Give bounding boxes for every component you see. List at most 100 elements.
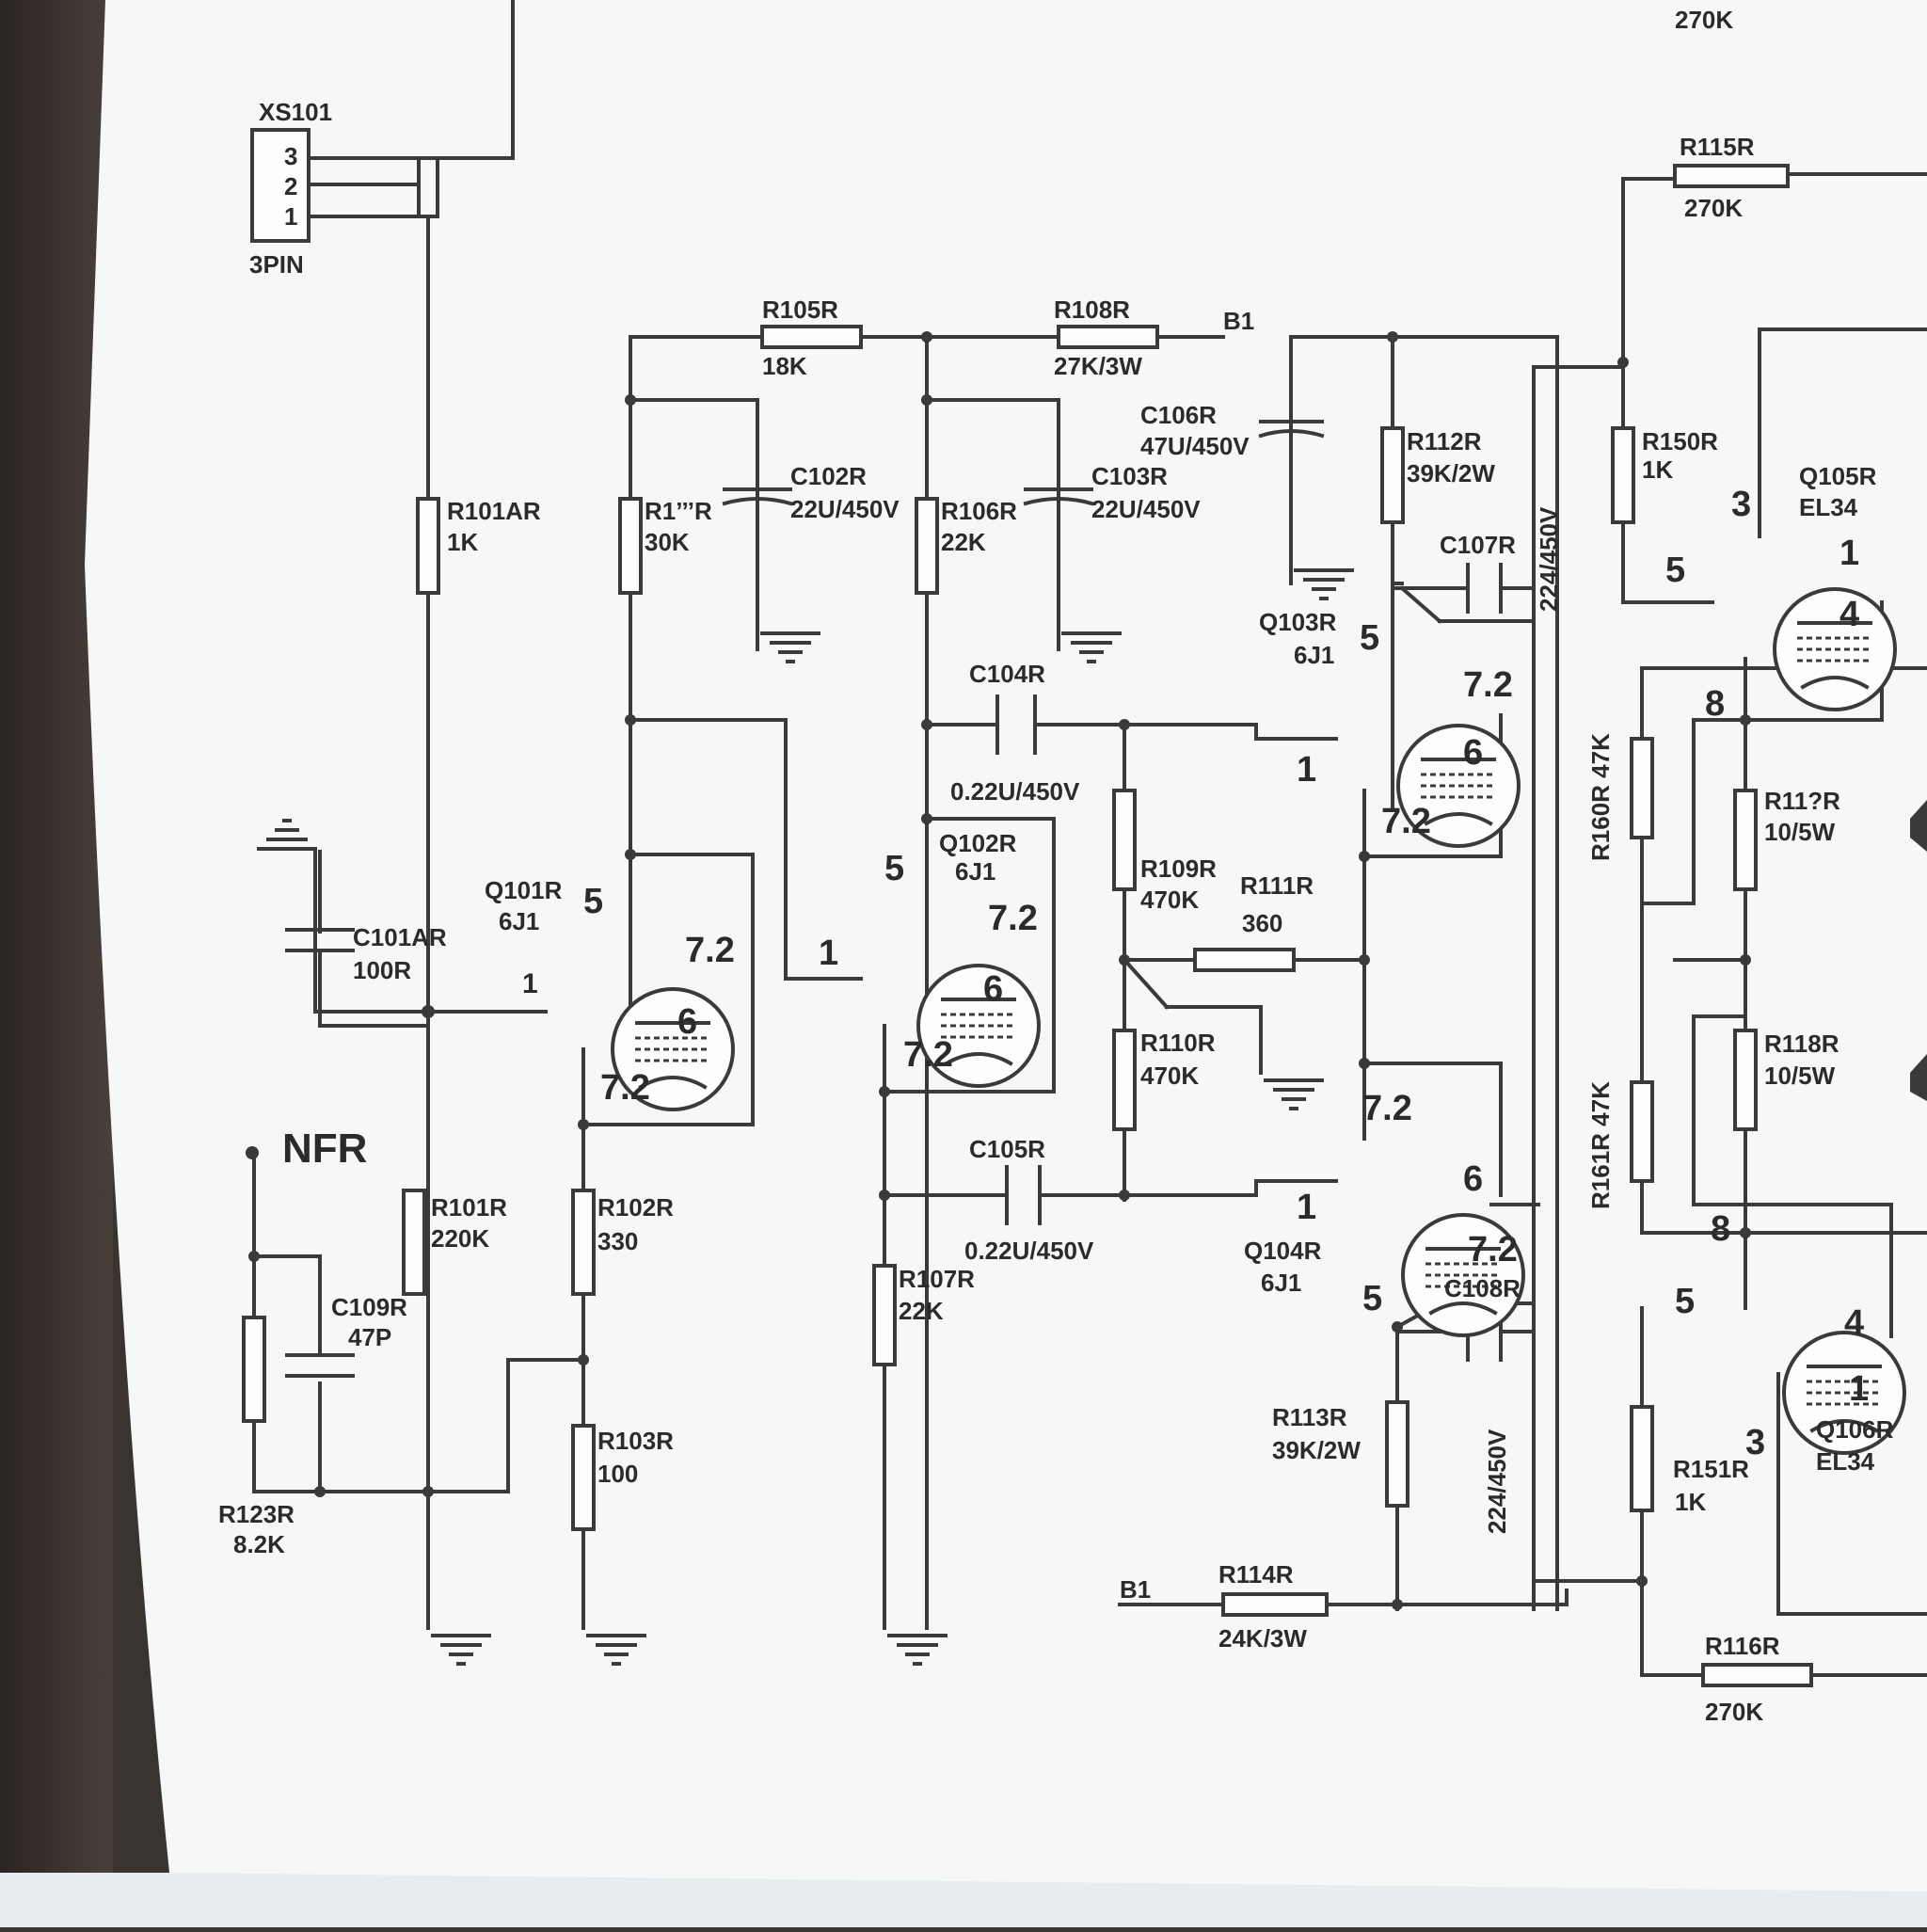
label-r151r: R151R xyxy=(1673,1455,1749,1483)
pin-q103-72a: 7.2 xyxy=(1463,665,1513,705)
value-r107r: 22K xyxy=(899,1297,944,1325)
label-r111r: R111R xyxy=(1240,871,1314,900)
pin-q101-5: 5 xyxy=(583,882,603,921)
pin-q105-5: 5 xyxy=(1665,551,1685,590)
resistor-r114r xyxy=(1221,1592,1329,1617)
pin-q105-8: 8 xyxy=(1705,684,1725,724)
value-r151r: 1K xyxy=(1675,1488,1706,1516)
value-r116r: 270K xyxy=(1705,1698,1763,1726)
pin-q106-8: 8 xyxy=(1711,1209,1730,1249)
label-c104r: C104R xyxy=(969,660,1045,688)
resistor-r118r xyxy=(1733,1029,1758,1131)
label-r102r: R102R xyxy=(597,1193,674,1221)
pin-q104-5: 5 xyxy=(1362,1279,1382,1318)
resistor-r161r xyxy=(1630,1080,1654,1183)
label-q106r: Q106R xyxy=(1816,1415,1894,1444)
label-r112r: R112R xyxy=(1407,427,1482,455)
resistors xyxy=(242,164,1813,1687)
value-c109r: 47P xyxy=(348,1323,391,1351)
pin-q105-3: 3 xyxy=(1731,485,1751,524)
pin-q103-1: 1 xyxy=(1297,750,1316,790)
value-r110r: 470K xyxy=(1140,1062,1199,1090)
pin-q106-3: 3 xyxy=(1745,1423,1765,1462)
label-r107r: R107R xyxy=(899,1265,975,1293)
label-r117r: R11?R xyxy=(1764,787,1840,815)
value-r123r: 8.2K xyxy=(233,1530,285,1558)
value-r101r: 220K xyxy=(431,1224,489,1253)
label-q103r: Q103R xyxy=(1259,608,1337,636)
value-r112r: 39K/2W xyxy=(1407,459,1495,487)
value-c103r: 22U/450V xyxy=(1091,495,1201,523)
pin-3: 3 xyxy=(284,142,297,170)
resistor-r160r xyxy=(1630,737,1654,839)
value-c105r: 0.22U/450V xyxy=(964,1237,1094,1265)
pin-q102-6: 6 xyxy=(983,969,1003,1009)
label-r108r: R108R xyxy=(1054,295,1130,324)
label-r150r: R150R xyxy=(1642,427,1718,455)
resistor-r112r xyxy=(1380,426,1405,524)
value-r101ar: 1K xyxy=(447,528,478,556)
value-r108r: 27K/3W xyxy=(1054,352,1142,380)
pin-2: 2 xyxy=(284,172,297,200)
value-r102r: 330 xyxy=(597,1227,638,1255)
label-r116r: R116R xyxy=(1705,1632,1780,1660)
label-q101r: Q101R xyxy=(485,876,563,904)
label-r109r: R109R xyxy=(1140,854,1217,883)
label-r104r: R1’’’R xyxy=(645,497,712,525)
pin-1: 1 xyxy=(284,202,297,231)
label-r103r: R103R xyxy=(597,1427,674,1455)
value-r106r: 22K xyxy=(941,528,986,556)
pin-q104-1: 1 xyxy=(1297,1188,1316,1227)
label-c102r: C102R xyxy=(790,462,867,490)
pin-q103-72b: 7.2 xyxy=(1381,802,1431,841)
pin-q104-6: 6 xyxy=(1463,1159,1483,1199)
resistor-r104r xyxy=(618,497,643,595)
resistor-r106r xyxy=(915,497,939,595)
resistor-r105r xyxy=(760,325,863,349)
pin-q101-6: 6 xyxy=(677,1002,697,1042)
label-c101ar: C101AR xyxy=(353,923,447,951)
resistor-r103r xyxy=(571,1424,596,1531)
label-r105r: R105R xyxy=(762,295,838,324)
value-c106r: 47U/450V xyxy=(1140,432,1250,460)
value-r113r: 39K/2W xyxy=(1272,1436,1361,1464)
resistor-r109r xyxy=(1112,789,1137,891)
label-r110r: R110R xyxy=(1140,1029,1216,1057)
value-r103r: 100 xyxy=(597,1460,638,1488)
pin-q105-1: 1 xyxy=(1839,534,1859,573)
value-c108r: 224/450V xyxy=(1483,1429,1511,1534)
resistor-r107r xyxy=(872,1264,897,1366)
resistor-r116r xyxy=(1701,1663,1813,1687)
value-c104r: 0.22U/450V xyxy=(950,777,1080,806)
value-r118r: 10/5W xyxy=(1764,1062,1836,1090)
pin-q102-1: 1 xyxy=(819,934,838,973)
label-top-270k: 270K xyxy=(1675,6,1733,34)
label-q105r: Q105R xyxy=(1799,462,1877,490)
value-r109r: 470K xyxy=(1140,886,1199,914)
label-r113r: R113R xyxy=(1272,1403,1347,1431)
label-r101ar: R101AR xyxy=(447,497,541,525)
label-nfr: NFR xyxy=(282,1126,367,1172)
label-3pin: 3PIN xyxy=(249,250,304,279)
pin-q101-72a: 7.2 xyxy=(685,931,735,970)
pin-q104-72b: 7.2 xyxy=(1468,1230,1518,1269)
resistor-r150r xyxy=(1611,426,1635,524)
value-r104r: 30K xyxy=(645,528,690,556)
resistor-r111r xyxy=(1193,948,1296,972)
grounds xyxy=(255,568,1714,1666)
value-c102r: 22U/450V xyxy=(790,495,900,523)
pin-q101-72b: 7.2 xyxy=(600,1068,650,1108)
label-r118r: R118R xyxy=(1764,1030,1839,1058)
label-c106r: C106R xyxy=(1140,401,1217,429)
pin-q105-4: 4 xyxy=(1839,595,1859,634)
label-c103r: C103R xyxy=(1091,462,1168,490)
pin-q104-72a: 7.2 xyxy=(1362,1089,1412,1128)
label-r160r: R160R 47K xyxy=(1586,733,1615,861)
pin-q102-72b: 7.2 xyxy=(903,1035,953,1075)
label-c105r: C105R xyxy=(969,1135,1045,1163)
value-q106r: EL34 xyxy=(1816,1447,1875,1476)
label-b1-bottom: B1 xyxy=(1120,1575,1151,1604)
label-c109r: C109R xyxy=(331,1293,407,1321)
pin-q106-1: 1 xyxy=(1849,1369,1869,1409)
